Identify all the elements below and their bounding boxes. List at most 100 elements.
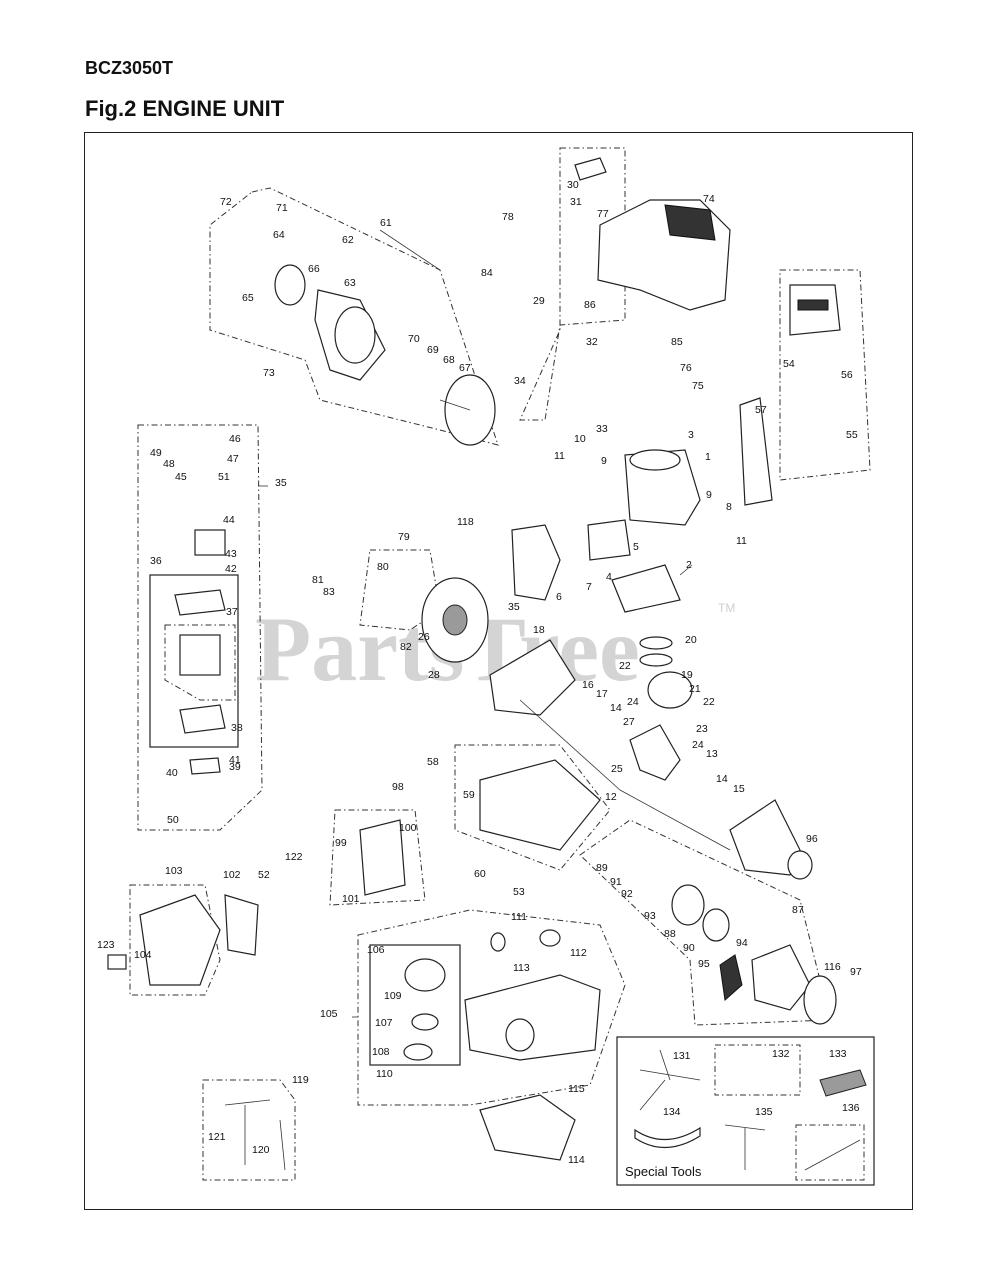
group-132-outline: [714, 1044, 801, 1096]
tool-119: [224, 1099, 286, 1171]
callout: 97: [850, 966, 862, 978]
oil-seal: [787, 850, 813, 880]
callout: 71: [276, 202, 288, 214]
insulator: [587, 519, 631, 561]
callout: 9: [706, 489, 712, 501]
diagram-frame: [84, 132, 913, 1210]
callout: 24: [627, 696, 639, 708]
starter-gasket: [803, 975, 837, 1025]
callout: 25: [611, 763, 623, 775]
callout: 54: [783, 358, 795, 370]
callout: 68: [443, 354, 455, 366]
callout: 82: [400, 641, 412, 653]
group-87-outline: [579, 819, 831, 1026]
callout: 102: [223, 869, 241, 881]
callout: 96: [806, 833, 818, 845]
callout: 83: [323, 586, 335, 598]
crankcase: [489, 639, 576, 716]
callout: 23: [696, 723, 708, 735]
callout: 65: [242, 292, 254, 304]
callout: 114: [568, 1154, 585, 1166]
callout: 35: [508, 601, 520, 613]
fuel-tank: [464, 974, 601, 1061]
callout: 6: [556, 591, 562, 603]
callout: 46: [229, 433, 241, 445]
tank-support: [479, 1094, 576, 1161]
callout: 90: [683, 942, 695, 954]
group-106-box: [369, 944, 461, 1066]
clutch-housing-opening: [334, 306, 376, 364]
callout: 110: [376, 1068, 393, 1080]
callout: 78: [502, 211, 514, 223]
group-136-outline: [795, 1124, 865, 1181]
callout: 4: [606, 571, 612, 583]
cylinder-top: [629, 449, 681, 471]
group-35-outline: [137, 424, 263, 831]
group-58-outline: [454, 744, 611, 871]
callout: 38: [231, 722, 243, 734]
callout: 79: [398, 531, 410, 543]
callout: 103: [165, 865, 183, 877]
group-37-outline: [164, 624, 236, 701]
callout: 2: [686, 559, 692, 571]
fuel-filter: [490, 932, 506, 952]
callout: 108: [372, 1046, 390, 1058]
crankshaft: [629, 724, 681, 781]
callout: 64: [273, 229, 285, 241]
callout: 24: [692, 739, 704, 751]
diaphragm-upper: [174, 589, 226, 616]
callout: 49: [150, 447, 162, 459]
callout: 121: [208, 1131, 226, 1143]
callout: 52: [258, 869, 270, 881]
callout: 59: [463, 789, 475, 801]
callout: 135: [755, 1106, 773, 1118]
air-cleaner-cover: [139, 894, 221, 986]
muffler-grille: [797, 299, 829, 311]
group-61-outline: [209, 187, 499, 446]
recoil-starter: [751, 944, 811, 1011]
callout: 118: [457, 516, 474, 528]
callout: 77: [597, 208, 609, 220]
callout: 57: [755, 404, 767, 416]
callout: 53: [513, 886, 525, 898]
callout: 61: [380, 217, 392, 229]
callout: 1: [705, 451, 711, 463]
callout: 17: [596, 688, 608, 700]
callout-labels: 1 2 3 4 5 6 7 8 9 9 10 11 11 12 13 14 14…: [97, 179, 862, 1179]
tool-136: [804, 1139, 861, 1171]
callout: 115: [568, 1083, 585, 1095]
callout: 51: [218, 471, 230, 483]
watermark-tm: TM: [718, 601, 735, 615]
callout: 56: [841, 369, 853, 381]
special-tools-box: [616, 1036, 875, 1186]
callout: 74: [703, 193, 715, 205]
group-54-outline: [779, 269, 871, 481]
callout: 28: [428, 669, 440, 681]
carb-cover: [189, 757, 221, 775]
callout: 107: [375, 1017, 393, 1029]
heat-shield: [739, 397, 773, 506]
callout: 86: [584, 299, 596, 311]
callout: 31: [570, 196, 582, 208]
callout: 120: [252, 1144, 270, 1156]
callout: 32: [586, 336, 598, 348]
figure-title: Fig.2 ENGINE UNIT: [85, 96, 285, 121]
callout: 8: [726, 501, 732, 513]
callout: 36: [150, 555, 162, 567]
callout: 73: [263, 367, 275, 379]
callout: 39: [229, 761, 241, 773]
callout: 16: [582, 679, 594, 691]
starter-pulley: [671, 884, 705, 926]
callout: 33: [596, 423, 608, 435]
callout: 122: [285, 851, 303, 863]
callout: 80: [377, 561, 389, 573]
callout: 84: [481, 267, 493, 279]
callout: 14: [610, 702, 622, 714]
diaphragm-lower: [179, 704, 226, 734]
callout: 94: [736, 937, 748, 949]
carburetor: [511, 524, 561, 601]
carb-body: [194, 529, 226, 556]
callout: 58: [427, 756, 439, 768]
bearing-sleeve: [274, 264, 306, 306]
callout: 119: [292, 1074, 309, 1086]
